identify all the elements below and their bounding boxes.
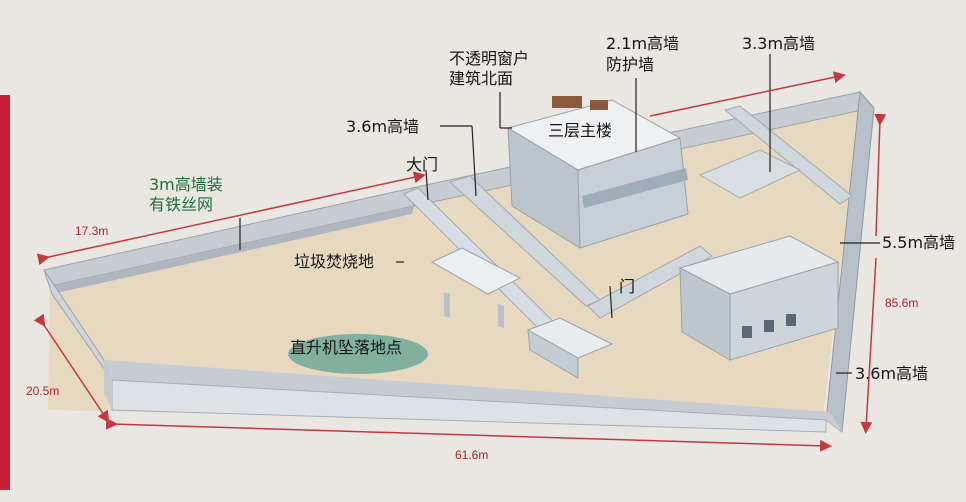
red-band bbox=[0, 95, 10, 490]
guest-house-south-face bbox=[729, 261, 839, 361]
leader-line bbox=[609, 285, 613, 319]
dimension-right-wall: 85.6m bbox=[885, 296, 919, 310]
window-label-line1: 不透明窗户 bbox=[449, 49, 530, 68]
wall-front-top bbox=[104, 360, 842, 432]
inner-wall-mid bbox=[587, 245, 713, 319]
dimension-line-left bbox=[36, 171, 426, 266]
wall-36-bottom-label: 3.6m高墙 bbox=[855, 364, 929, 383]
crash-site-label: 直升机坠落地点 bbox=[290, 338, 403, 357]
dimension-line-front bbox=[105, 417, 832, 452]
wire-wall-label-line2: 有铁丝网 bbox=[149, 195, 214, 214]
leader-line bbox=[425, 169, 429, 201]
burn-area-label: 垃圾焚烧地 bbox=[294, 252, 375, 271]
dimension-line-right-upper bbox=[874, 113, 887, 237]
dimension-front-wall: 61.6m bbox=[455, 448, 489, 462]
window-label-line2: 建筑北面 bbox=[449, 69, 514, 88]
canopy-roof bbox=[430, 247, 522, 295]
helicopter-crash-site-pool bbox=[288, 334, 428, 374]
wall-36-top-label: 3.6m高墙 bbox=[346, 117, 420, 136]
front-shed-face bbox=[527, 329, 579, 379]
canopy-post bbox=[444, 292, 450, 318]
guest-house-window bbox=[764, 320, 774, 332]
wall-33-label: 3.3m高墙 bbox=[742, 34, 816, 53]
wall-21-label-line1: 2.1m高墙 bbox=[606, 34, 680, 53]
rooftop-structure bbox=[552, 96, 582, 108]
wire-wall-label-line1: 3m高墙装 bbox=[149, 175, 223, 194]
dimension-line-back bbox=[649, 71, 846, 117]
rooftop-structure-2 bbox=[590, 100, 608, 110]
door-label: 门 bbox=[619, 277, 636, 296]
wall-21-label-line2: 防护墙 bbox=[606, 55, 655, 74]
canopy-post bbox=[498, 304, 504, 328]
main-building-label: 三层主楼 bbox=[548, 121, 613, 140]
dimension-line-front-left bbox=[33, 313, 110, 423]
wall-55-label: 5.5m高墙 bbox=[882, 233, 956, 252]
main-building-balcony bbox=[582, 168, 688, 208]
annex-roof-east bbox=[698, 149, 802, 199]
guest-house-window bbox=[786, 314, 796, 326]
guest-house-window bbox=[742, 326, 752, 338]
leader-line bbox=[471, 125, 477, 197]
inner-wall-east bbox=[723, 105, 853, 205]
main-gate-label: 大门 bbox=[406, 155, 439, 174]
dimension-line-right-lower bbox=[860, 257, 877, 434]
dimension-left-wall: 17.3m bbox=[75, 224, 109, 238]
dimension-front-left: 20.5m bbox=[26, 384, 60, 398]
